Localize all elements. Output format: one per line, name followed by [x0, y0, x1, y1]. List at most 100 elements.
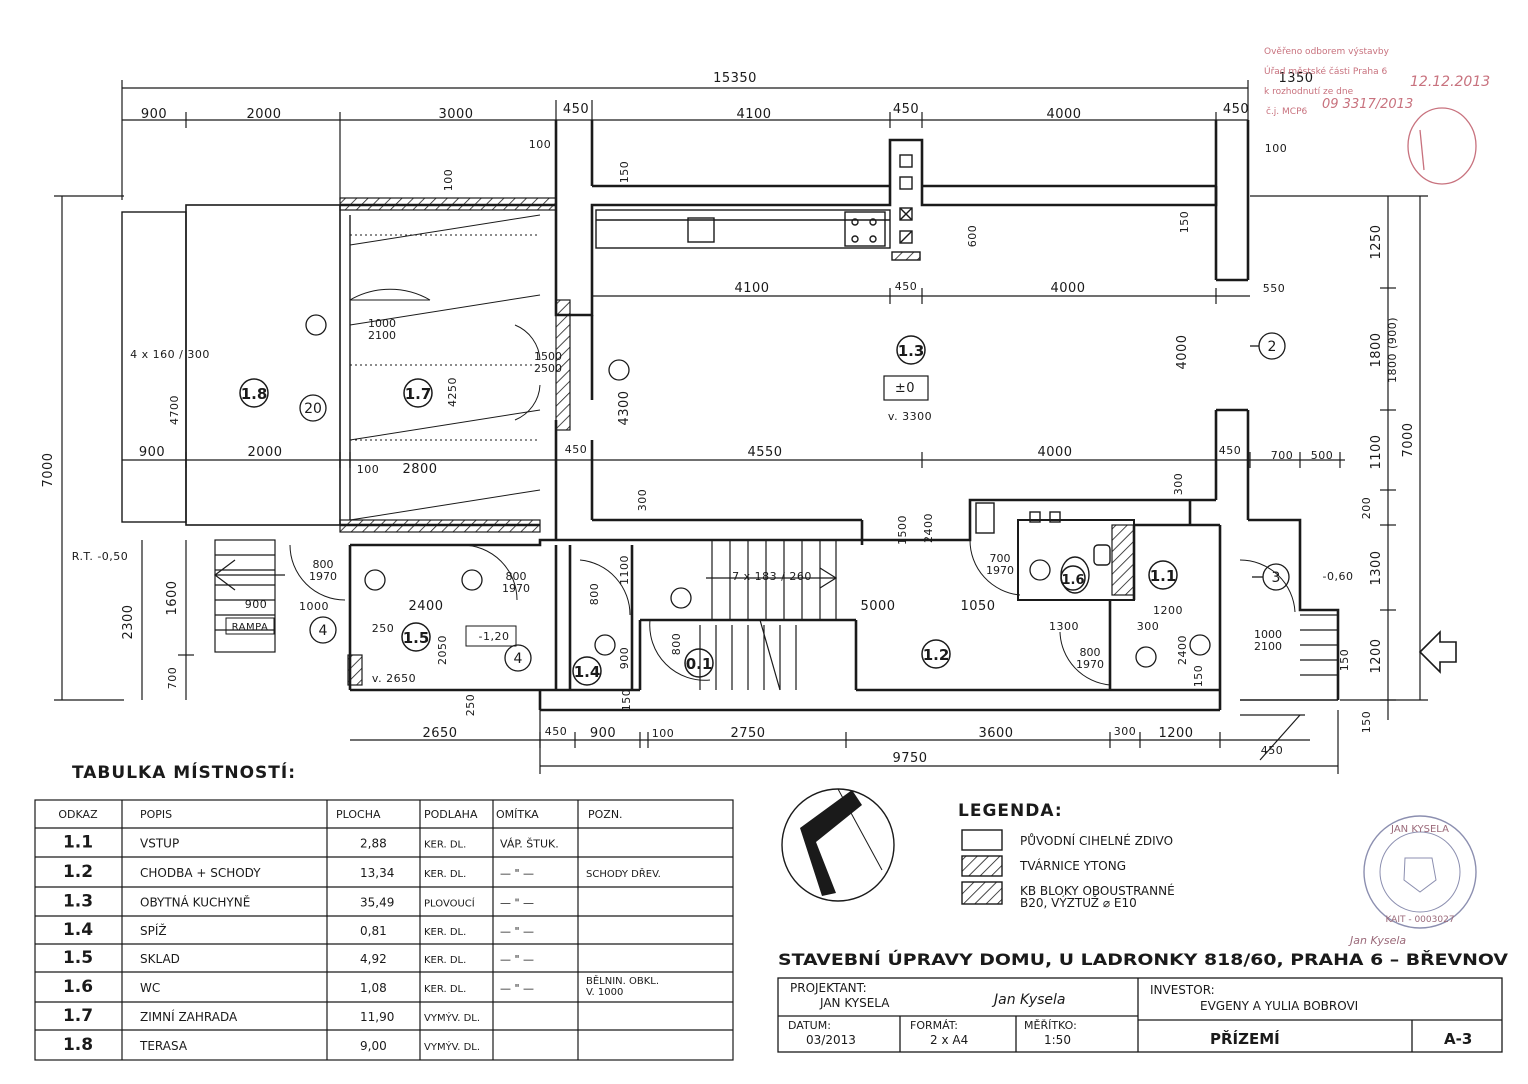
svg-text:900: 900	[139, 445, 165, 460]
table-cell: 9,00	[360, 1039, 387, 1053]
approval-stamp: Ověřeno odborem výstavby Úřad městské čá…	[1264, 47, 1490, 185]
svg-text:2000: 2000	[247, 445, 282, 460]
room-ref-cell: 1.8	[63, 1035, 93, 1055]
table-cell: VÁP. ŠTUK.	[500, 838, 559, 851]
table-cell: 13,34	[360, 866, 394, 880]
svg-text:PROJEKTANT:: PROJEKTANT:	[790, 981, 867, 995]
svg-text:3600: 3600	[978, 726, 1013, 741]
room-ref-cell: 1.5	[63, 948, 93, 968]
sheet-name: PŘÍZEMÍ	[1210, 1029, 1280, 1048]
svg-text:R.T. -0,50: R.T. -0,50	[72, 550, 129, 563]
svg-text:700: 700	[1271, 449, 1294, 462]
svg-text:1500: 1500	[896, 515, 909, 545]
svg-text:450: 450	[563, 102, 589, 117]
table-cell: — " —	[500, 897, 534, 910]
sheet-number: A-3	[1444, 1030, 1472, 1048]
svg-text:300: 300	[636, 489, 649, 512]
table-header-row: ODKAZ POPIS PLOCHA PODLAHA OMÍTKA POZN.	[58, 808, 622, 821]
svg-text:Úřad městské části Praha 6: Úřad městské části Praha 6	[1264, 65, 1387, 77]
svg-text:5000: 5000	[860, 599, 895, 614]
svg-text:4700: 4700	[168, 395, 181, 425]
room-labels	[239, 335, 1178, 686]
svg-text:800: 800	[670, 633, 683, 656]
svg-text:7 x 183 / 260: 7 x 183 / 260	[732, 570, 812, 583]
svg-text:100: 100	[652, 727, 675, 740]
marker-4: 4	[319, 623, 328, 639]
svg-text:v. 3300: v. 3300	[888, 410, 932, 423]
table-cell: BĚLNIN. OBKL.V. 1000	[586, 974, 659, 998]
svg-text:2300: 2300	[121, 604, 136, 639]
door-swings	[289, 214, 1296, 686]
table-cell: TERASA	[139, 1039, 188, 1053]
title-block-text: PROJEKTANT: JAN KYSELA Jan Kysela INVEST…	[788, 981, 1472, 1048]
north-arrow	[781, 788, 895, 902]
svg-text:450: 450	[895, 280, 918, 293]
svg-text:550: 550	[1263, 282, 1286, 295]
svg-text:1250: 1250	[1369, 224, 1384, 259]
svg-text:2750: 2750	[730, 726, 765, 741]
table-cell: 0,81	[360, 924, 387, 938]
table-cell: KER. DL.	[424, 955, 466, 966]
marker-20: 20	[304, 401, 322, 417]
svg-text:-0,60: -0,60	[1323, 570, 1354, 583]
svg-text:100: 100	[442, 169, 455, 192]
svg-text:100: 100	[357, 463, 380, 476]
table-cell: KER. DL.	[424, 984, 466, 995]
legend-item-ytong: TVÁRNICE YTONG	[1019, 858, 1126, 873]
legend-item-brick: PŮVODNÍ CIHELNÉ ZDIVO	[1020, 833, 1173, 848]
svg-text:Jan Kysela: Jan Kysela	[1348, 934, 1406, 947]
table-cell: KER. DL.	[424, 840, 466, 851]
svg-text:2400: 2400	[408, 599, 443, 614]
section-markers	[299, 314, 1290, 672]
legend-items: PŮVODNÍ CIHELNÉ ZDIVO TVÁRNICE YTONG KB …	[1019, 833, 1175, 910]
svg-text:JAN KYSELA: JAN KYSELA	[1390, 824, 1449, 835]
svg-text:450: 450	[545, 725, 568, 738]
svg-text:1100: 1100	[618, 555, 631, 585]
svg-text:4250: 4250	[446, 377, 459, 407]
table-cell: 35,49	[360, 896, 394, 910]
table-cell: OBYTNÁ KUCHYNĚ	[140, 895, 250, 910]
table-cell: 11,90	[360, 1010, 394, 1024]
room-1-7: 1.7	[405, 385, 432, 403]
svg-text:150: 150	[1192, 665, 1205, 688]
svg-text:450: 450	[565, 443, 588, 456]
svg-text:2650: 2650	[422, 726, 457, 741]
svg-text:450: 450	[1223, 102, 1249, 117]
svg-text:č.j. MCP6: č.j. MCP6	[1266, 106, 1308, 117]
svg-text:FORMÁT:: FORMÁT:	[910, 1019, 958, 1032]
svg-text:1300: 1300	[1369, 550, 1384, 585]
room-ref-cell: 1.3	[63, 892, 93, 912]
meritko-value: 1:50	[1044, 1033, 1071, 1047]
room-1-3: 1.3	[898, 342, 925, 360]
svg-text:KAIT - 0003027: KAIT - 0003027	[1385, 915, 1454, 925]
stairs	[214, 539, 1338, 761]
svg-text:3000: 3000	[438, 107, 473, 122]
svg-text:300: 300	[1114, 725, 1137, 738]
svg-text:1350: 1350	[1278, 71, 1313, 86]
svg-text:4000: 4000	[1037, 445, 1072, 460]
svg-text:7000: 7000	[41, 452, 56, 487]
svg-text:PLOCHA: PLOCHA	[336, 808, 381, 821]
svg-text:100: 100	[1265, 142, 1288, 155]
table-cell: SPÍŽ	[140, 923, 167, 938]
room-1-6: 1.6	[1061, 573, 1084, 588]
svg-text:PODLAHA: PODLAHA	[424, 808, 478, 821]
svg-text:POZN.: POZN.	[588, 808, 623, 821]
overall-top-dim: 15350	[713, 71, 757, 86]
table-cell: 2,88	[360, 837, 387, 851]
signature: Jan Kysela	[991, 992, 1066, 1008]
legend-swatches	[961, 829, 1003, 905]
room-ref-cell: 1.6	[63, 977, 93, 997]
room-1-8: 1.8	[241, 385, 268, 403]
svg-text:1200: 1200	[1153, 604, 1183, 617]
title-block	[777, 977, 1503, 1053]
